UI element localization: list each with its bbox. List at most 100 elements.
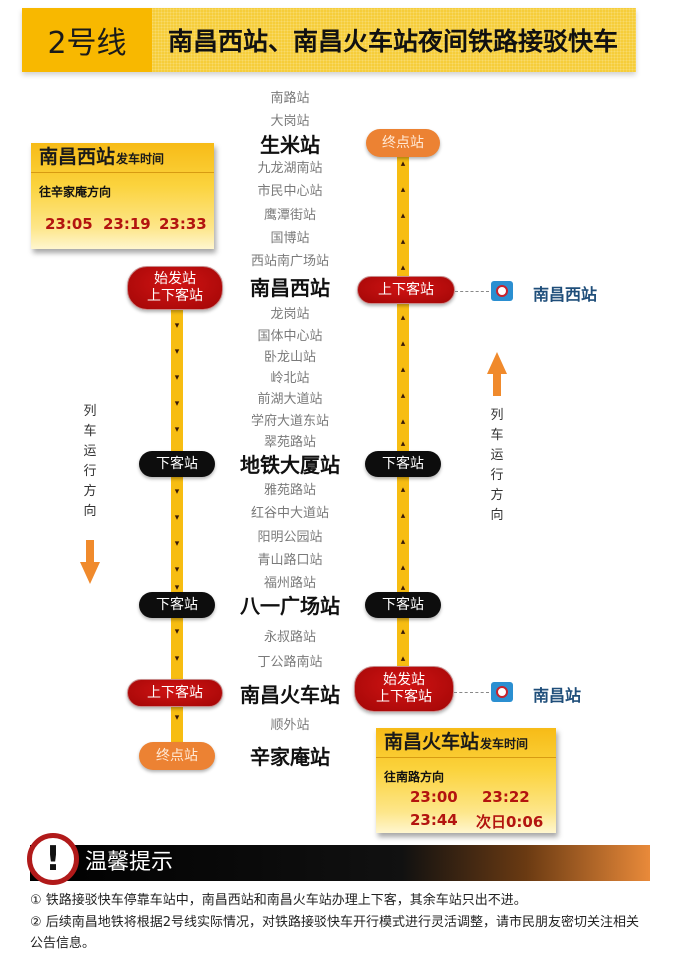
station-name: 市民中心站 bbox=[257, 184, 323, 199]
station-name: 鹰潭街站 bbox=[263, 208, 316, 223]
station-name: 岭北站 bbox=[270, 371, 310, 386]
station-name: 国博站 bbox=[270, 231, 310, 246]
major-station-name: 生米站 bbox=[260, 133, 320, 157]
timetable-direction: 往南路方向 bbox=[384, 770, 445, 784]
direction-char: 运 bbox=[490, 448, 504, 463]
departure-time: 次日0:06 bbox=[476, 813, 544, 831]
departure-time: 23:05 bbox=[45, 215, 93, 233]
timetable-west: 南昌西站 发车时间 往辛家庵方向 23:05 23:19 23:33 bbox=[31, 143, 214, 249]
arrow-down-icon bbox=[80, 540, 100, 584]
chevron-up-icon: ▾ bbox=[174, 321, 180, 331]
right-terminal-pill: 终点站 bbox=[366, 129, 440, 157]
chevron-up-icon: ▴ bbox=[400, 563, 406, 573]
pill-text: 上下客站 bbox=[147, 288, 203, 304]
station-name: 红谷中大道站 bbox=[250, 506, 329, 521]
chevron-up-icon: ▴ bbox=[400, 583, 406, 593]
rail-station-west: 南昌西站 bbox=[533, 285, 598, 304]
left-alight-pill-bayi: 下客站 bbox=[139, 592, 215, 618]
tips-bar bbox=[30, 845, 650, 881]
chevron-up-icon: ▴ bbox=[400, 159, 406, 169]
railway-logo-icon bbox=[491, 682, 513, 702]
chevron-up-icon: ▴ bbox=[400, 537, 406, 547]
station-name: 阳明公园站 bbox=[257, 530, 323, 545]
chevron-up-icon: ▴ bbox=[400, 263, 406, 273]
tip-item-1: ① 铁路接驳快车停靠车站中，南昌西站和南昌火车站办理上下客，其余车站只出不进。 bbox=[30, 893, 527, 908]
major-station-name: 地铁大厦站 bbox=[240, 453, 340, 477]
tip-item-2: ② 后续南昌地铁将根据2号线实际情况，对铁路接驳快车开行模式进行灵活调整，请市民… bbox=[30, 915, 640, 951]
left-origin-boarding-pill: 始发站 上下客站 bbox=[127, 266, 223, 310]
major-station-name: 南昌西站 bbox=[250, 276, 330, 300]
direction-char: 向 bbox=[490, 508, 504, 523]
timetable-header: 南昌西站 发车时间 bbox=[31, 143, 214, 173]
station-name: 翠苑路站 bbox=[263, 435, 316, 450]
arrow-up-icon bbox=[487, 352, 507, 396]
departure-time: 23:44 bbox=[410, 811, 458, 829]
chevron-up-icon: ▾ bbox=[174, 347, 180, 357]
chevron-up-icon: ▴ bbox=[400, 339, 406, 349]
pill-text: 下客站 bbox=[156, 455, 198, 472]
chevron-up-icon: ▴ bbox=[400, 391, 406, 401]
timetable-header: 南昌火车站 发车时间 bbox=[376, 728, 556, 758]
chevron-up-icon: ▴ bbox=[400, 313, 406, 323]
chevron-up-icon: ▾ bbox=[174, 583, 180, 593]
chevron-up-icon: ▾ bbox=[174, 654, 180, 664]
chevron-up-icon: ▴ bbox=[400, 511, 406, 521]
departure-time: 23:00 bbox=[410, 788, 458, 806]
right-origin-boarding-pill: 始发站 上下客站 bbox=[354, 666, 454, 712]
chevron-up-icon: ▴ bbox=[400, 627, 406, 637]
right-direction-label: 列车运行方向 bbox=[487, 406, 507, 526]
railway-logo-icon bbox=[491, 281, 513, 301]
right-alight-pill-ditie: 下客站 bbox=[365, 451, 441, 477]
left-terminal-pill: 终点站 bbox=[139, 742, 215, 770]
chevron-up-icon: ▾ bbox=[174, 513, 180, 523]
major-station-name: 八一广场站 bbox=[240, 594, 340, 618]
timetable-suffix: 发车时间 bbox=[116, 152, 165, 166]
station-name: 福州路站 bbox=[263, 576, 316, 591]
timetable-station: 南昌西站 bbox=[39, 146, 116, 168]
direction-char: 行 bbox=[490, 468, 504, 483]
station-name: 顺外站 bbox=[270, 718, 310, 733]
chevron-up-icon: ▾ bbox=[174, 565, 180, 575]
station-name: 雅苑路站 bbox=[263, 483, 316, 498]
chevron-up-icon: ▾ bbox=[174, 539, 180, 549]
station-name: 大岗站 bbox=[270, 114, 310, 129]
header-banner: 2号线 南昌西站、南昌火车站夜间铁路接驳快车 bbox=[22, 8, 636, 72]
station-name: 九龙湖南站 bbox=[257, 161, 323, 176]
chevron-up-icon: ▴ bbox=[400, 185, 406, 195]
timetable-suffix: 发车时间 bbox=[480, 737, 529, 751]
left-alight-pill-ditie: 下客站 bbox=[139, 451, 215, 477]
station-name: 前湖大道站 bbox=[257, 392, 323, 407]
direction-char: 方 bbox=[83, 484, 97, 499]
pill-text: 下客站 bbox=[382, 596, 424, 613]
chevron-up-icon: ▴ bbox=[400, 439, 406, 449]
pill-text: 始发站 bbox=[154, 271, 196, 287]
timetable-direction: 往辛家庵方向 bbox=[39, 185, 112, 199]
station-name: 丁公路南站 bbox=[257, 655, 323, 670]
rail-station-central: 南昌站 bbox=[533, 686, 582, 705]
direction-char: 车 bbox=[490, 428, 504, 443]
station-name: 国体中心站 bbox=[257, 329, 323, 344]
pill-text: 上下客站 bbox=[378, 281, 434, 298]
chevron-up-icon: ▾ bbox=[174, 487, 180, 497]
line-number-tag: 2号线 bbox=[22, 8, 152, 72]
chevron-up-icon: ▾ bbox=[174, 627, 180, 637]
direction-char: 向 bbox=[83, 504, 97, 519]
direction-char: 运 bbox=[83, 444, 97, 459]
station-name: 永叔路站 bbox=[263, 630, 316, 645]
pill-text: 上下客站 bbox=[376, 689, 432, 705]
chevron-up-icon: ▾ bbox=[174, 399, 180, 409]
pill-text: 下客站 bbox=[382, 455, 424, 472]
chevron-up-icon: ▾ bbox=[174, 713, 180, 723]
warning-icon: ! bbox=[27, 833, 79, 885]
direction-char: 行 bbox=[83, 464, 97, 479]
station-name: 南路站 bbox=[270, 91, 310, 106]
station-name: 西站南广场站 bbox=[250, 254, 329, 269]
timetable-station: 南昌火车站 bbox=[384, 731, 480, 753]
station-name: 学府大道东站 bbox=[250, 414, 329, 429]
right-alight-pill-bayi: 下客站 bbox=[365, 592, 441, 618]
direction-char: 车 bbox=[83, 424, 97, 439]
departure-time: 23:19 bbox=[103, 215, 151, 233]
departure-time: 23:22 bbox=[482, 788, 530, 806]
pill-text: 下客站 bbox=[156, 596, 198, 613]
rail-link-central bbox=[454, 692, 489, 693]
